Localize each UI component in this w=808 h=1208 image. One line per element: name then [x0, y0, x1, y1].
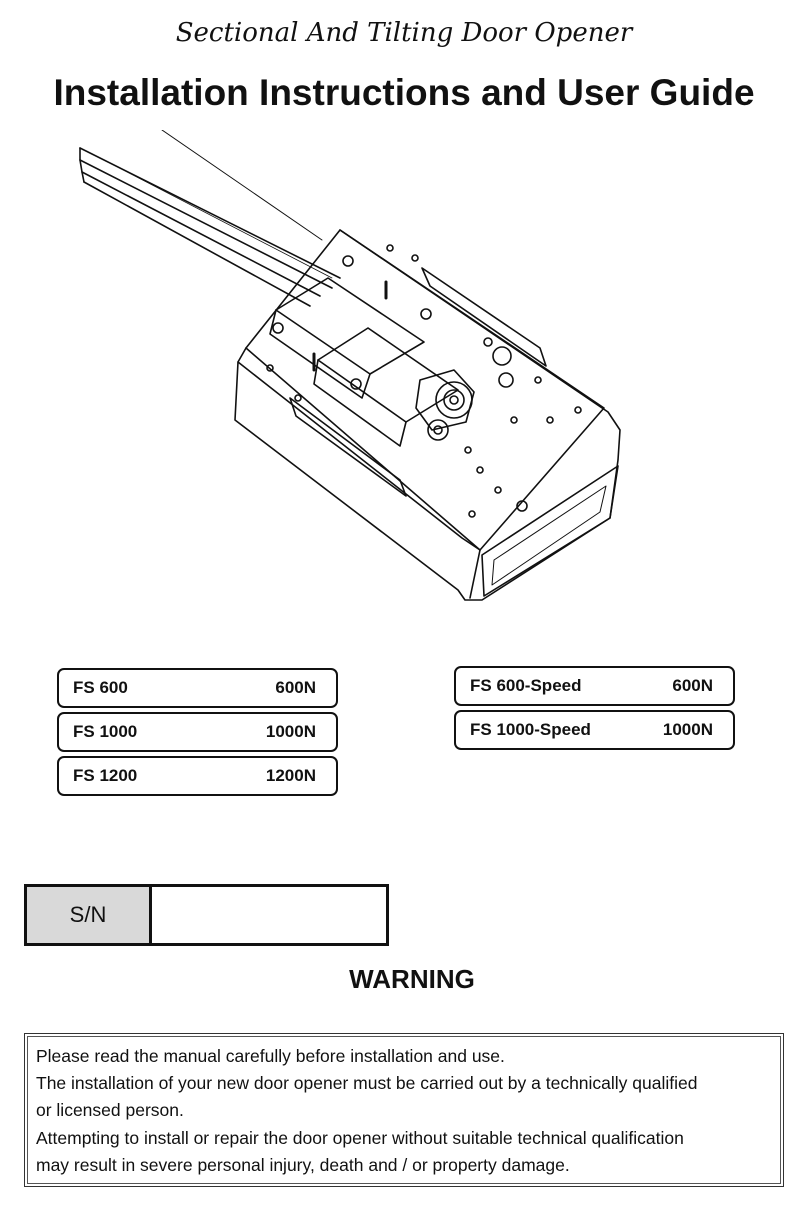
- model-name: FS 600-Speed: [470, 676, 582, 695]
- serial-number-field[interactable]: [152, 887, 386, 943]
- warning-heading: WARNING: [349, 964, 475, 994]
- warning-box: Please read the manual carefully before …: [24, 1033, 784, 1187]
- model-box-fs-600-speed: FS 600-Speed 600N: [454, 666, 735, 706]
- document-subtitle: Sectional And Tilting Door Opener: [175, 18, 633, 48]
- warning-line: Please read the manual carefully before …: [36, 1046, 505, 1066]
- model-force: 600N: [672, 676, 713, 695]
- document-title: Installation Instructions and User Guide: [53, 72, 755, 113]
- model-force: 600N: [275, 678, 316, 697]
- warning-line: may result in severe personal injury, de…: [36, 1154, 570, 1175]
- model-name: FS 600: [73, 678, 128, 697]
- model-name: FS 1200: [73, 766, 138, 785]
- model-box-fs-600: FS 600 600N: [57, 668, 338, 708]
- model-force: 1200N: [265, 766, 316, 785]
- model-force: 1000N: [662, 720, 713, 739]
- serial-number-label: S/N: [27, 887, 152, 943]
- model-force: 1000N: [265, 722, 316, 741]
- model-name: FS 1000-Speed: [470, 720, 591, 739]
- door-opener-motor-unit-icon: [79, 130, 621, 601]
- model-box-fs-1000-speed: FS 1000-Speed 1000N: [454, 710, 735, 750]
- warning-line: or licensed person.: [36, 1100, 184, 1121]
- warning-line: The installation of your new door opener…: [36, 1073, 698, 1094]
- warning-text: Please read the manual carefully before …: [27, 1036, 781, 1184]
- serial-number-table: S/N: [24, 884, 389, 946]
- model-box-fs-1200: FS 1200 1200N: [57, 756, 338, 796]
- model-box-fs-1000: FS 1000 1000N: [57, 712, 338, 752]
- model-name: FS 1000: [73, 722, 138, 741]
- warning-line: Attempting to install or repair the door…: [36, 1127, 684, 1148]
